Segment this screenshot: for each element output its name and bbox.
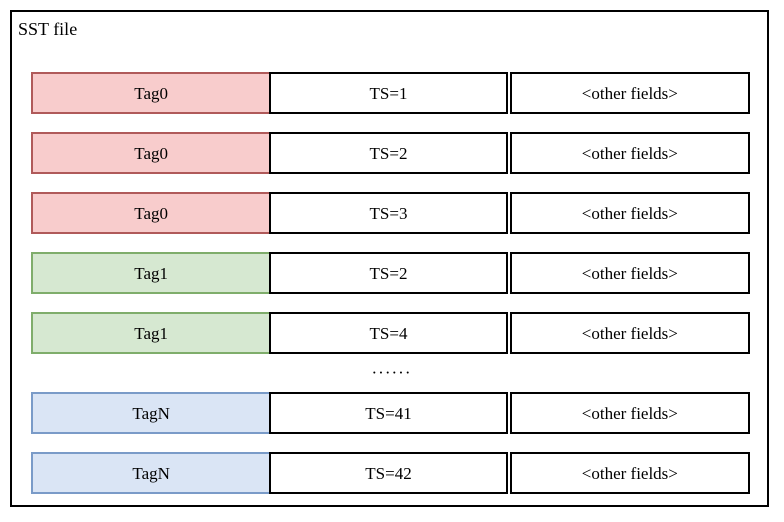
entry-other-fields-cell: <other fields> <box>509 452 750 494</box>
entry-tag-cell: Tag0 <box>31 192 272 234</box>
entry-other-fields-cell: <other fields> <box>509 252 750 294</box>
entry-timestamp-cell: TS=42 <box>269 452 508 494</box>
ellipsis-label: ······ <box>371 362 412 382</box>
entry-other-fields-cell: <other fields> <box>509 312 750 354</box>
entry-tag-cell: Tag1 <box>31 252 272 294</box>
entry-other-fields-cell: <other fields> <box>509 132 750 174</box>
entry-timestamp-cell: TS=1 <box>269 72 508 114</box>
entries-continued-ellipsis: ······ <box>31 357 750 387</box>
entry-timestamp-cell: TS=4 <box>269 312 508 354</box>
entry-other-fields-cell: <other fields> <box>509 192 750 234</box>
entry-timestamp-cell: TS=41 <box>269 392 508 434</box>
entry-timestamp-cell: TS=2 <box>269 132 508 174</box>
entry-timestamp-cell: TS=2 <box>269 252 508 294</box>
entry-other-fields-cell: <other fields> <box>509 72 750 114</box>
entry-tag-cell: TagN <box>31 452 272 494</box>
entry-other-fields-cell: <other fields> <box>509 392 750 434</box>
sst-file-title: SST file <box>18 19 78 39</box>
entry-tag-cell: Tag1 <box>31 312 272 354</box>
entry-tag-cell: Tag0 <box>31 72 272 114</box>
entry-tag-cell: Tag0 <box>31 132 272 174</box>
entry-timestamp-cell: TS=3 <box>269 192 508 234</box>
entry-tag-cell: TagN <box>31 392 272 434</box>
